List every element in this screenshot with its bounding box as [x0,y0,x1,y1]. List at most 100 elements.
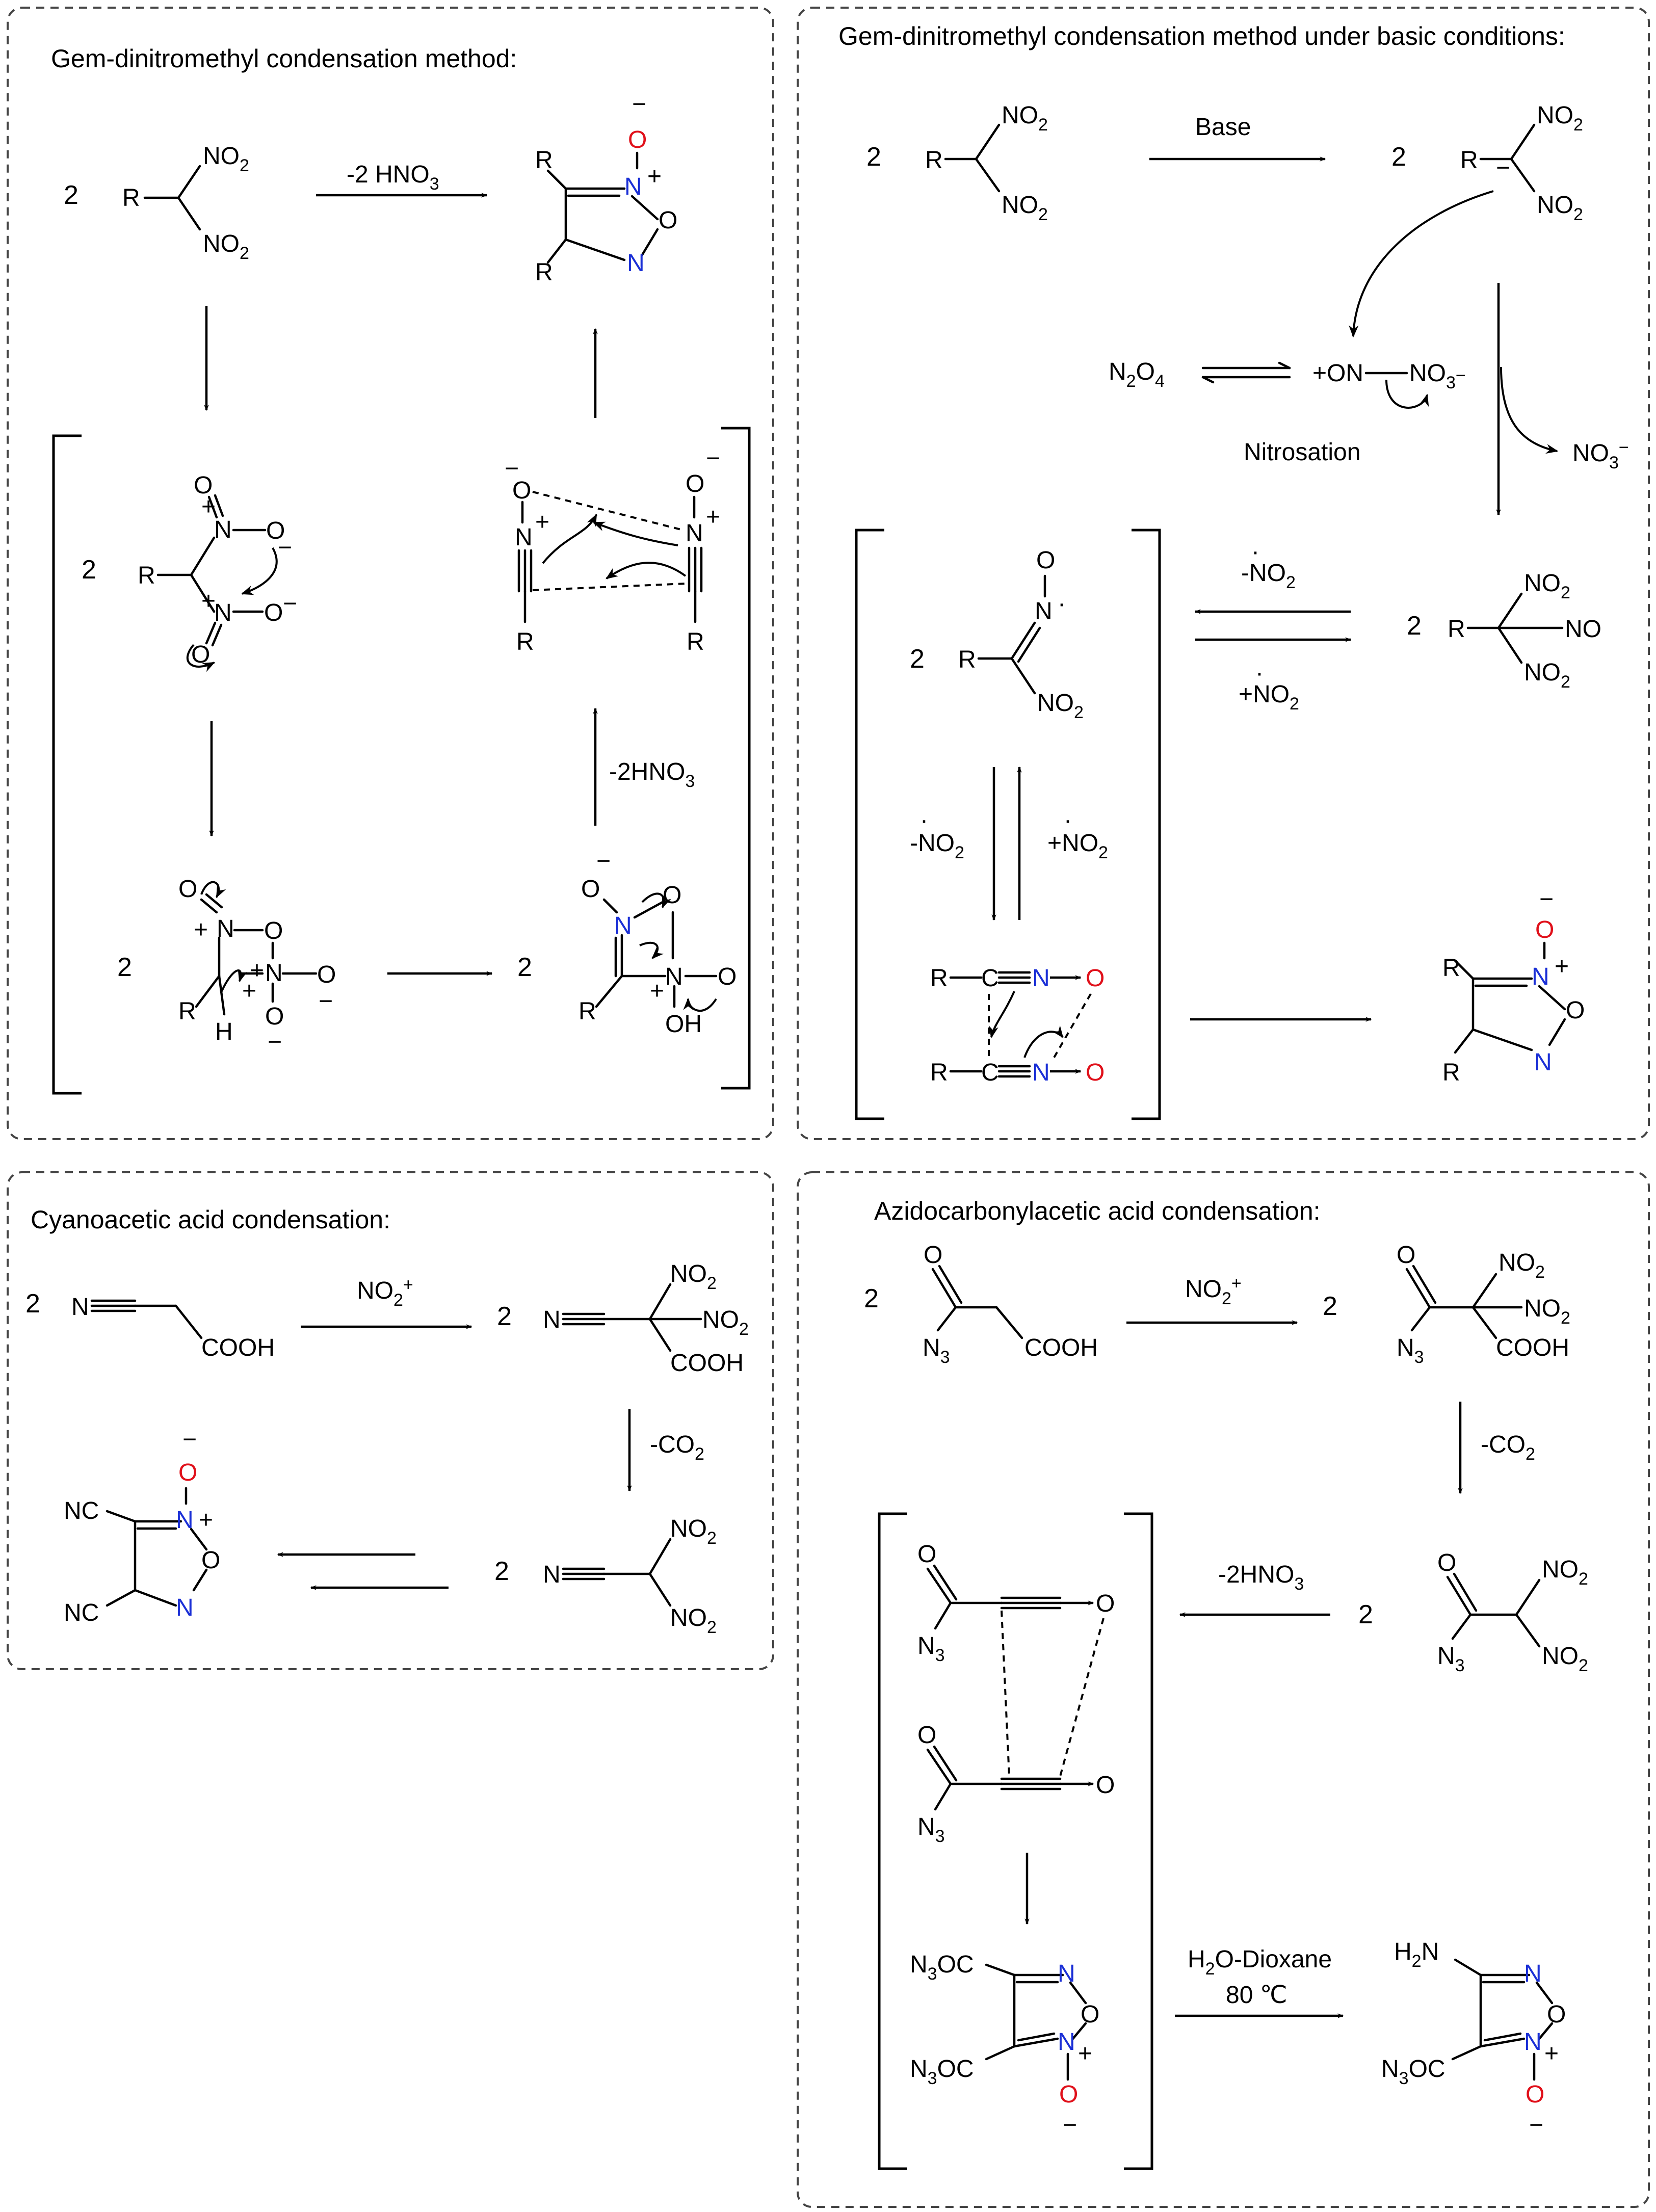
bond-line [975,123,1001,161]
panel-cyanoacetic: Cyanoacetic acid condensation: 2 N COOH … [7,1171,774,1670]
atom-label: +NO [1239,681,1290,708]
atom-label: N [1524,1960,1542,1987]
atom-label: N [917,1813,935,1840]
atom-label: 2 [497,1302,512,1331]
intermediate-open: 2 R N O − O N + O OH [517,848,737,1038]
furoxan-product: R R N + O − O N [535,91,677,286]
atom-label: NO2 [203,143,249,175]
atom-label: NO [670,1515,707,1542]
bond-line [1497,592,1523,629]
bond-line [592,521,678,546]
atom-label: − [182,1426,197,1453]
atom-label: · [1064,807,1072,834]
atom-label: NO [702,1306,739,1333]
bond-line [975,157,1001,193]
atom-label: NO [1002,102,1038,129]
atom-label: + [1544,2040,1559,2067]
atom-label: 2 [739,1320,749,1339]
bond-line [1071,2022,1087,2040]
bond-line [186,644,216,672]
bond-line [985,1963,1016,1977]
atom-label: N3OC [910,2056,974,2088]
bond-line [1471,1273,1497,1309]
bond-line [1548,1018,1566,1046]
atom-label: N [176,1507,194,1534]
bond-line [177,196,201,231]
atom-label: 3 [1414,1348,1424,1367]
panel-title: Cyanoacetic acid condensation: [31,1205,390,1234]
cyanoacetic-acid: 2 N COOH [25,1289,275,1361]
acyl-nitrile-oxide-pair: O N3 O O N3 O [917,1541,1115,1846]
atom-label: N [265,960,283,987]
bond-line [1017,2032,1056,2042]
bracket-right [1124,1512,1153,2170]
atom-label: N [1109,358,1126,385]
bond-line [546,238,567,264]
atom-label: + [1312,360,1327,387]
bond-line [241,547,278,595]
atom-label: NO2 [1002,192,1048,224]
atom-label: N3OC [910,1951,974,1984]
bracket-right [1132,529,1161,1120]
amino-azidocarbonyl-furoxan: H2N N3OC N O N + O − [1381,1938,1566,2139]
atom-label: O [1535,916,1554,943]
atom-label: O [1081,2001,1099,2028]
atom-label: NO2 [1037,690,1084,722]
bracket-right [721,427,751,1090]
atom-label: + [647,163,662,190]
bond-line [1454,1028,1475,1054]
atom-label: + [535,509,549,536]
atom-label: N [1532,963,1549,990]
atom-label: N [1346,360,1363,387]
bond-line [1500,366,1559,454]
nitroso-radical: 2 R N · O NO2 [910,547,1084,722]
atom-label: 2 [1579,1656,1588,1675]
bond-line [532,583,686,591]
atom-label: C [981,965,999,992]
atom-label: 2 [1358,1600,1373,1629]
atom-label: NO [203,230,240,257]
atom-label: N [1524,2029,1542,2056]
atom-label: + [201,588,216,615]
atom-label: 2 [910,644,925,674]
atom-label: H2N [1394,1938,1439,1971]
bond-line [1410,1306,1431,1332]
atom-label: 3 [1399,2069,1409,2088]
atom-label: H [215,1018,233,1045]
atom-label: +NO2 [1047,830,1108,862]
panel-gem-dinitromethyl: Gem-dinitromethyl condensation method: 2… [7,7,774,1140]
atom-label: 2 [1561,672,1570,692]
bond-line [207,495,218,519]
atom-label: 2 [1098,843,1108,862]
atom-label: − [596,848,611,875]
bond-line [602,898,618,914]
atom-label: 3 [1609,453,1619,472]
bond-line [1010,657,1036,695]
atom-label: -2HNO [609,758,685,785]
bond-line [211,623,223,647]
atom-label: O [1136,358,1155,385]
bond-line [1510,157,1536,193]
furoxan-product-2: R R N + O − O N [1442,886,1585,1086]
atom-label: − [268,1029,282,1056]
atom-label: + [194,916,208,943]
atom-label: NO2 [1524,570,1570,602]
atom-label: + [1231,1274,1242,1293]
bond-line [648,1572,672,1607]
atom-label: NO2 [1002,102,1048,135]
bond-line [639,941,664,959]
bond-line [1510,123,1536,161]
atom-label: O [194,472,213,499]
atom-label: N [1397,1334,1414,1361]
atom-label: O [317,961,336,988]
bond-line [995,1306,1023,1339]
atom-label: NO [203,143,240,170]
atom-label: + [199,1507,213,1534]
atom-label: O [1327,360,1346,387]
atom-label: R [535,259,553,286]
bond-line [630,195,659,221]
bond-line [1446,1575,1472,1616]
atom-label: R [1460,147,1478,174]
atom-label: O [663,882,681,909]
